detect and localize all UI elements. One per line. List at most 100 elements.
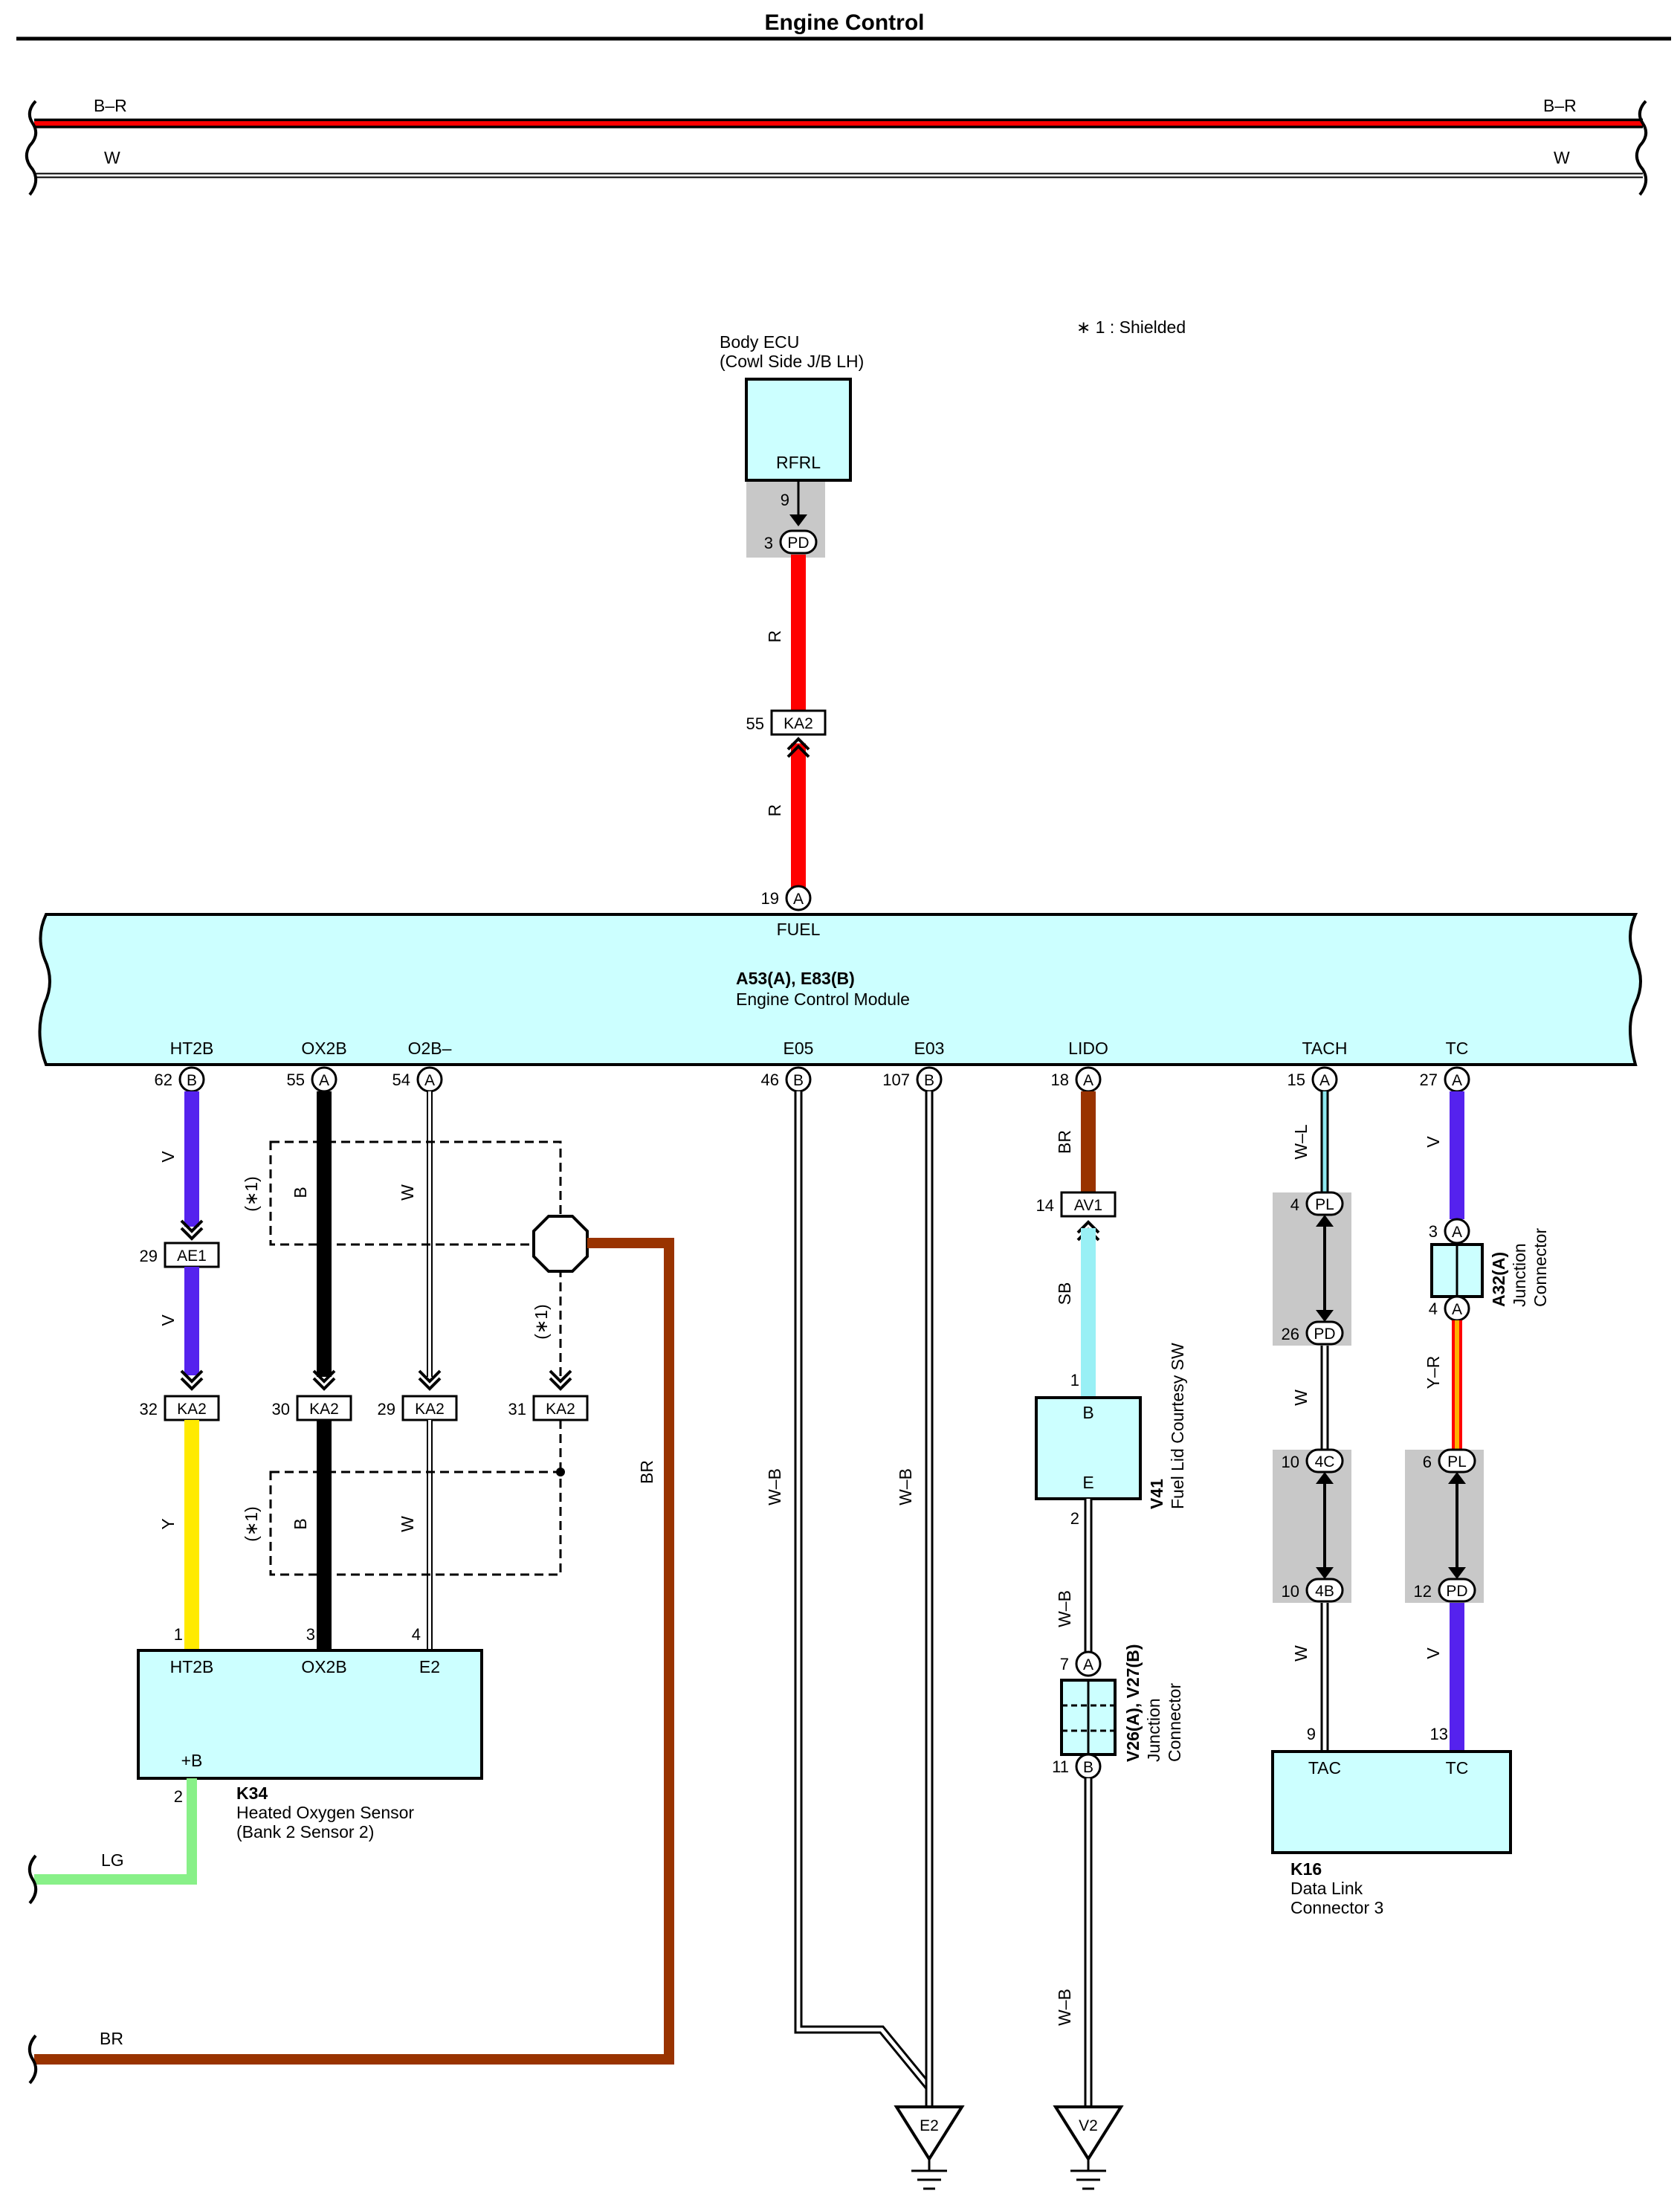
pd-connector-pin: 3 bbox=[764, 534, 773, 552]
ecm-fuel-label: FUEL bbox=[777, 920, 821, 939]
k16-pin-9: 9 bbox=[1307, 1725, 1316, 1743]
wire-ox2b-lower-label: B bbox=[291, 1518, 310, 1529]
wire-lg-label: LG bbox=[101, 1850, 124, 1870]
wire-tc-upper-label: V bbox=[1424, 1136, 1443, 1148]
k34-pin-2: 2 bbox=[174, 1787, 183, 1806]
ka2-55-pin: 55 bbox=[746, 714, 764, 733]
a32-name2: Connector bbox=[1531, 1228, 1550, 1307]
pd-26-connector bbox=[1305, 1320, 1344, 1346]
svg-text:E03: E03 bbox=[914, 1039, 945, 1058]
ka2-29-label: KA2 bbox=[415, 1401, 445, 1418]
wire-br-shield bbox=[34, 1238, 674, 2065]
ecm-terminal-tach: TACH A 15 bbox=[1288, 1039, 1347, 1093]
wire-br-bottom-label: BR bbox=[100, 2029, 123, 2048]
c4b-connector bbox=[1305, 1578, 1344, 1603]
k34-subname: (Bank 2 Sensor 2) bbox=[236, 1822, 374, 1841]
pl-4-pin: 4 bbox=[1290, 1195, 1299, 1214]
svg-text:B: B bbox=[793, 1072, 804, 1089]
ka2-32-connector bbox=[164, 1395, 220, 1421]
v26-code: V26(A), V27(B) bbox=[1123, 1644, 1143, 1762]
svg-text:E2: E2 bbox=[920, 2117, 939, 2134]
svg-text:A: A bbox=[1452, 1072, 1462, 1089]
pl-pd-12-splice-bg bbox=[1405, 1450, 1484, 1603]
svg-text:A: A bbox=[424, 1072, 435, 1089]
pl-pd-splice-bg bbox=[1273, 1192, 1351, 1346]
ground-v2: V2 bbox=[1053, 2105, 1124, 2190]
pl-4-label: PL bbox=[1315, 1196, 1334, 1213]
svg-text:18: 18 bbox=[1051, 1071, 1069, 1089]
svg-text:46: 46 bbox=[761, 1071, 779, 1089]
v26-pin-b: 11 bbox=[1052, 1757, 1069, 1776]
ka2-32-label: KA2 bbox=[177, 1401, 207, 1418]
v41-terminal-e: E bbox=[1082, 1473, 1093, 1492]
body-ecu-subtitle: (Cowl Side J/B LH) bbox=[720, 352, 864, 371]
shield-lower-label: (∗1) bbox=[242, 1506, 261, 1541]
bus-w-left-label: W bbox=[104, 148, 120, 167]
v26-pin-a: 7 bbox=[1060, 1655, 1069, 1673]
k34-pin-3: 3 bbox=[306, 1625, 315, 1644]
ecm-code: A53(A), E83(B) bbox=[736, 969, 855, 988]
a32-name: Junction bbox=[1510, 1243, 1529, 1307]
svg-text:LIDO: LIDO bbox=[1068, 1039, 1108, 1058]
ae1-connector bbox=[164, 1242, 220, 1268]
pl-6-label: PL bbox=[1447, 1453, 1467, 1471]
wire-tc-mid-label: Y–R bbox=[1424, 1356, 1443, 1389]
pd-26-pin: 26 bbox=[1282, 1325, 1299, 1343]
ae1-pin: 29 bbox=[140, 1247, 158, 1265]
ecm-terminal-tc: TC A 27 bbox=[1420, 1039, 1470, 1093]
wire-ht2b-mid-label: V bbox=[158, 1314, 178, 1326]
v41-code: V41 bbox=[1147, 1479, 1166, 1509]
wire-br-shield-label: BR bbox=[637, 1460, 656, 1484]
av1-label: AV1 bbox=[1074, 1197, 1102, 1214]
k34-terminal-ox2b: OX2B bbox=[301, 1657, 346, 1676]
svg-text:62: 62 bbox=[155, 1071, 172, 1089]
c4c-pin: 10 bbox=[1282, 1453, 1299, 1471]
v26-conn-a: A bbox=[1083, 1656, 1093, 1673]
ecm-terminal-lido: LIDO A 18 bbox=[1051, 1039, 1108, 1093]
c4b-label: 4B bbox=[1315, 1583, 1334, 1600]
ecm-terminal-e03: E03 B 107 bbox=[882, 1039, 945, 1093]
wire-tach-lower-label: W bbox=[1291, 1645, 1311, 1662]
bus-br-right-label: B–R bbox=[1543, 96, 1577, 115]
lg-break-mark bbox=[28, 1854, 38, 1905]
shield-drain-label: (∗1) bbox=[532, 1304, 551, 1339]
wire-tc-lower-label: V bbox=[1424, 1647, 1443, 1659]
svg-text:V2: V2 bbox=[1079, 2117, 1098, 2134]
k34-name: Heated Oxygen Sensor bbox=[236, 1803, 414, 1822]
bus-br-left-label: B–R bbox=[94, 96, 127, 115]
ka2-30-label: KA2 bbox=[309, 1401, 339, 1418]
wire-v41-out-label: W–B bbox=[1055, 1590, 1074, 1627]
wire-e05 bbox=[794, 1091, 933, 2091]
a32-pin-4: 4 bbox=[1429, 1300, 1438, 1318]
bus-left-break bbox=[25, 100, 38, 196]
k16-code: K16 bbox=[1290, 1859, 1322, 1879]
shield-drain-dot bbox=[556, 1468, 565, 1476]
wire-r-lower-label: R bbox=[765, 804, 784, 817]
bus-w-right-label: W bbox=[1554, 148, 1570, 167]
svg-text:15: 15 bbox=[1288, 1071, 1305, 1089]
pd-12-label: PD bbox=[1446, 1583, 1467, 1600]
k16-pin-13: 13 bbox=[1430, 1725, 1448, 1743]
a32-code: A32(A) bbox=[1489, 1252, 1508, 1307]
ground-e2: E2 bbox=[894, 2105, 965, 2190]
v41-terminal-b: B bbox=[1082, 1403, 1093, 1422]
a32-conn-4: A bbox=[1452, 1301, 1462, 1318]
a32-conn-3: A bbox=[1452, 1224, 1462, 1241]
shield-upper-label: (∗1) bbox=[242, 1176, 261, 1211]
wire-r-upper-label: R bbox=[765, 630, 784, 643]
wire-v2-label: W–B bbox=[1055, 1989, 1074, 2026]
ka2-32-pin: 32 bbox=[140, 1400, 158, 1418]
v26-name2: Connector bbox=[1165, 1683, 1184, 1762]
k34-box bbox=[137, 1649, 483, 1780]
wire-tach-upper-label: W–L bbox=[1291, 1124, 1311, 1160]
ecm-fuel-pin: 19 bbox=[761, 889, 779, 908]
wire-e03-label: W–B bbox=[896, 1468, 915, 1505]
wire-tach-mid-label: W bbox=[1291, 1389, 1311, 1406]
wire-o2b-lower-label: W bbox=[398, 1516, 417, 1532]
ecm-terminal-ht2b: HT2B B 62 bbox=[155, 1039, 213, 1093]
ka2-30-pin: 30 bbox=[272, 1400, 290, 1418]
br-break-mark bbox=[28, 2034, 38, 2085]
av1-connector bbox=[1060, 1191, 1117, 1218]
pd-12-pin: 12 bbox=[1414, 1582, 1432, 1601]
